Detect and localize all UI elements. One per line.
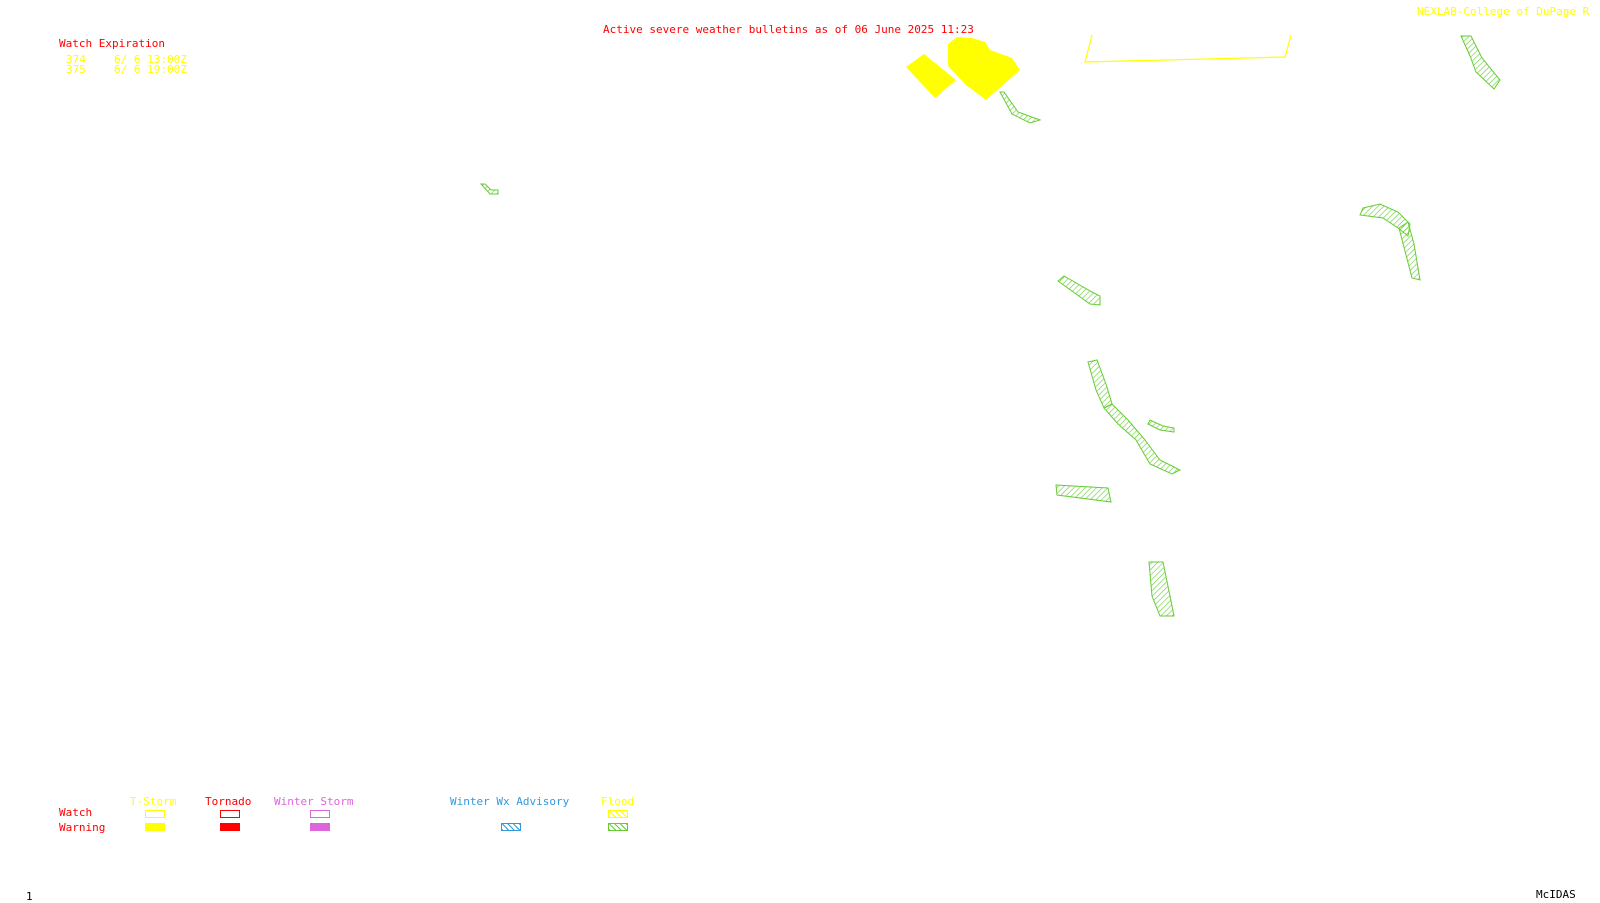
legend-tornado-watch-swatch [220, 810, 240, 818]
legend-tornado-label: Tornado [205, 795, 252, 808]
legend-winter-storm-label: Winter Storm [274, 795, 354, 808]
tstorm-warning-polygon [948, 37, 1020, 100]
legend-row-warning-label: Warning [59, 821, 106, 834]
legend-tstorm-warning-swatch [145, 823, 165, 831]
legend-tstorm-watch-swatch [145, 810, 165, 818]
legend-tstorm-label: T-Storm [130, 795, 177, 808]
flood-warning-polygons [479, 35, 1501, 617]
watch-expiry-time: 6/ 6 19:00Z [114, 63, 187, 76]
legend-row-watch-label: Watch [59, 806, 93, 819]
tstorm-warning-polygon [906, 54, 956, 98]
legend-flood-watch-swatch [608, 810, 628, 818]
tstorm-watch-outline [1084, 34, 1292, 63]
watch-expiry-time: 6/ 6 13:00Z [114, 53, 187, 66]
bulletin-title: Active severe weather bulletins as of 06… [603, 23, 974, 36]
legend-winter-wx-advisory-swatch [501, 823, 521, 831]
legend-winter-wx-advisory-label: Winter Wx Advisory [450, 795, 570, 808]
software-label: McIDAS [1536, 888, 1576, 901]
credit-label: NEXLAB-College of DuPage R [1417, 5, 1590, 18]
legend-flood-label: Flood [601, 795, 635, 808]
watch-expiration-heading: Watch Expiration [59, 37, 165, 50]
frame-number: 1 [26, 890, 33, 903]
legend-winter-storm-watch-swatch [310, 810, 330, 818]
watch-id: 374 [66, 53, 86, 66]
watch-id: 375 [66, 63, 86, 76]
legend-winter-storm-warning-swatch [310, 823, 330, 831]
legend-flood-warning-swatch [608, 823, 628, 831]
legend-tornado-warning-swatch [220, 823, 240, 831]
